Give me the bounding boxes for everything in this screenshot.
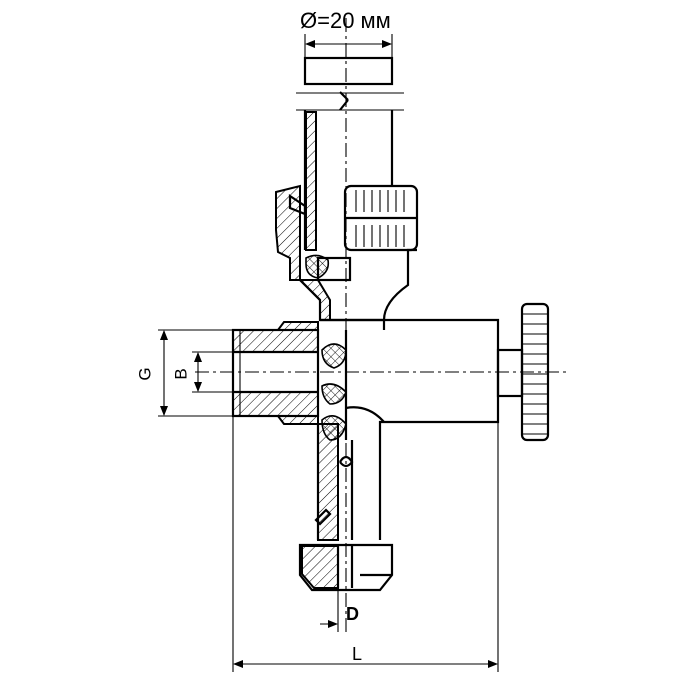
lower-stem (314, 423, 354, 541)
diameter-label: Ø=20 мм (300, 8, 391, 33)
centerlines (195, 18, 568, 632)
dimension-l (232, 416, 499, 672)
bottom-nozzle (298, 543, 394, 592)
nut-section (275, 184, 352, 282)
g-label: G (135, 367, 155, 381)
left-connector (231, 321, 320, 425)
l-label: L (352, 644, 363, 664)
dimension-g (158, 329, 233, 417)
dimension-d (320, 590, 339, 632)
top-pipe (296, 56, 404, 251)
knurl-upper (355, 190, 405, 247)
b-label: B (171, 368, 191, 380)
dimension-b (192, 351, 233, 393)
d-label: D (346, 604, 359, 624)
dimension-diameter (304, 34, 393, 58)
union-nut (343, 184, 419, 252)
knurl-handwheel (522, 313, 548, 435)
